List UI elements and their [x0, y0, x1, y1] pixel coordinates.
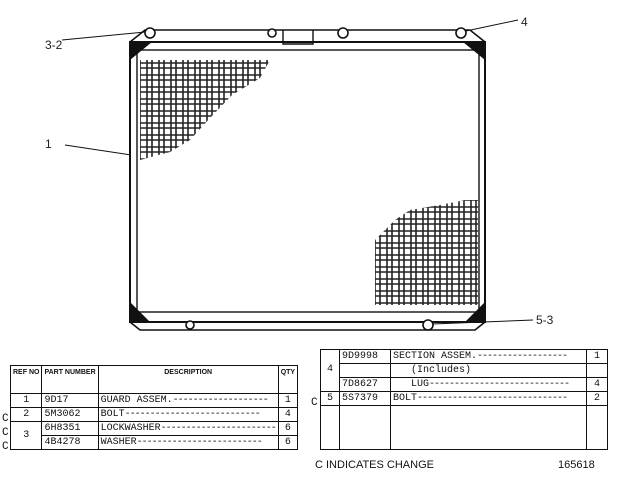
- part-number-cell: [339, 363, 391, 378]
- description-cell: BOLT: [393, 393, 418, 404]
- part-number-cell: 5M3062: [41, 407, 99, 422]
- description-header: DESCRIPTION: [97, 365, 279, 394]
- change-flag: C: [2, 413, 9, 425]
- table-row: (Includes): [321, 363, 608, 378]
- leader-dots: ---------------------------: [124, 409, 261, 420]
- qty-cell: 1: [277, 393, 299, 408]
- table-row: 4 9D9998 SECTION ASSEM.-----------------…: [320, 349, 608, 392]
- radiator-guard-illustration: [61, 19, 534, 331]
- part-number-cell: 9D9998: [339, 349, 391, 364]
- qty-cell: 6: [277, 435, 299, 450]
- description-cell: GUARD ASSEM.: [100, 395, 173, 406]
- drawing-number: 165618: [558, 459, 595, 471]
- table-row: 1 9D17 GUARD ASSEM.------------------- 1: [9, 393, 299, 408]
- mesh-screen-top-left: [140, 60, 270, 160]
- leader-dots: -------------------------: [136, 437, 263, 448]
- description-cell: WASHER: [100, 437, 137, 448]
- part-number-cell: 6H8351: [41, 421, 99, 436]
- description-cell: LUG: [411, 379, 430, 390]
- ref-cell: 4: [326, 364, 333, 375]
- table-row: 3 6H8351 LOCKWASHER---------------------…: [9, 421, 299, 450]
- qty-header: QTY: [277, 365, 299, 394]
- change-legend: C INDICATES CHANGE: [315, 459, 434, 471]
- leader-lines: [61, 19, 534, 325]
- part-number-cell: 4B4278: [41, 435, 99, 450]
- ref-cell: 1: [9, 393, 43, 408]
- callout-1: 1: [45, 137, 52, 151]
- qty-cell: 1: [586, 349, 608, 364]
- description-cell: (Includes): [390, 363, 587, 378]
- description-cell: BOLT: [100, 409, 125, 420]
- change-flag: C: [2, 427, 9, 439]
- guard-frame: [129, 29, 486, 331]
- table-row: 5 5S7379 BOLT---------------------------…: [320, 391, 608, 406]
- qty-cell: [586, 363, 608, 378]
- callout-4: 4: [521, 15, 528, 29]
- table-row: 7D8627 LUG---------------------------- 4: [321, 377, 608, 392]
- corner-lugs: [130, 42, 485, 322]
- mesh-screen-bottom-right: [375, 200, 478, 305]
- mounting-bolts: [144, 27, 467, 331]
- table-row: 2 5M3062 BOLT---------------------------…: [9, 407, 299, 422]
- table-row-empty: [320, 405, 608, 450]
- description-cell: SECTION ASSEM.: [393, 351, 478, 362]
- part-number-cell: 9D17: [41, 393, 99, 408]
- ref-no-header: REF NO: [9, 365, 43, 394]
- leader-dots: ----------------------------: [429, 379, 570, 390]
- part-number-cell: 7D8627: [339, 377, 391, 392]
- callout-3-2: 3-2: [45, 38, 63, 52]
- table-row: 4B4278 WASHER------------------------- 6: [11, 435, 299, 450]
- change-flag: C: [311, 397, 318, 409]
- part-number-cell: 5S7379: [339, 391, 391, 406]
- callout-5-3: 5-3: [536, 313, 554, 327]
- qty-cell: 2: [586, 391, 608, 406]
- ref-cell: 2: [9, 407, 43, 422]
- ref-cell: 3: [9, 421, 43, 450]
- leader-dots: ------------------------------: [417, 393, 568, 404]
- part-number-header: PART NUMBER: [41, 365, 99, 394]
- parts-table-right: 4 9D9998 SECTION ASSEM.-----------------…: [320, 349, 608, 450]
- description-cell: LOCKWASHER: [100, 423, 161, 434]
- ref-cell: 5: [320, 391, 340, 406]
- leader-dots: ------------------: [477, 351, 568, 362]
- leader-dots: -------------------: [172, 395, 269, 406]
- leader-dots: -----------------------: [160, 423, 277, 434]
- parts-table-left: REF NO PART NUMBER DESCRIPTION QTY 1 9D1…: [9, 365, 299, 450]
- qty-cell: 4: [586, 377, 608, 392]
- qty-cell: 4: [277, 407, 299, 422]
- change-flag: C: [2, 441, 9, 453]
- qty-cell: 6: [277, 421, 299, 436]
